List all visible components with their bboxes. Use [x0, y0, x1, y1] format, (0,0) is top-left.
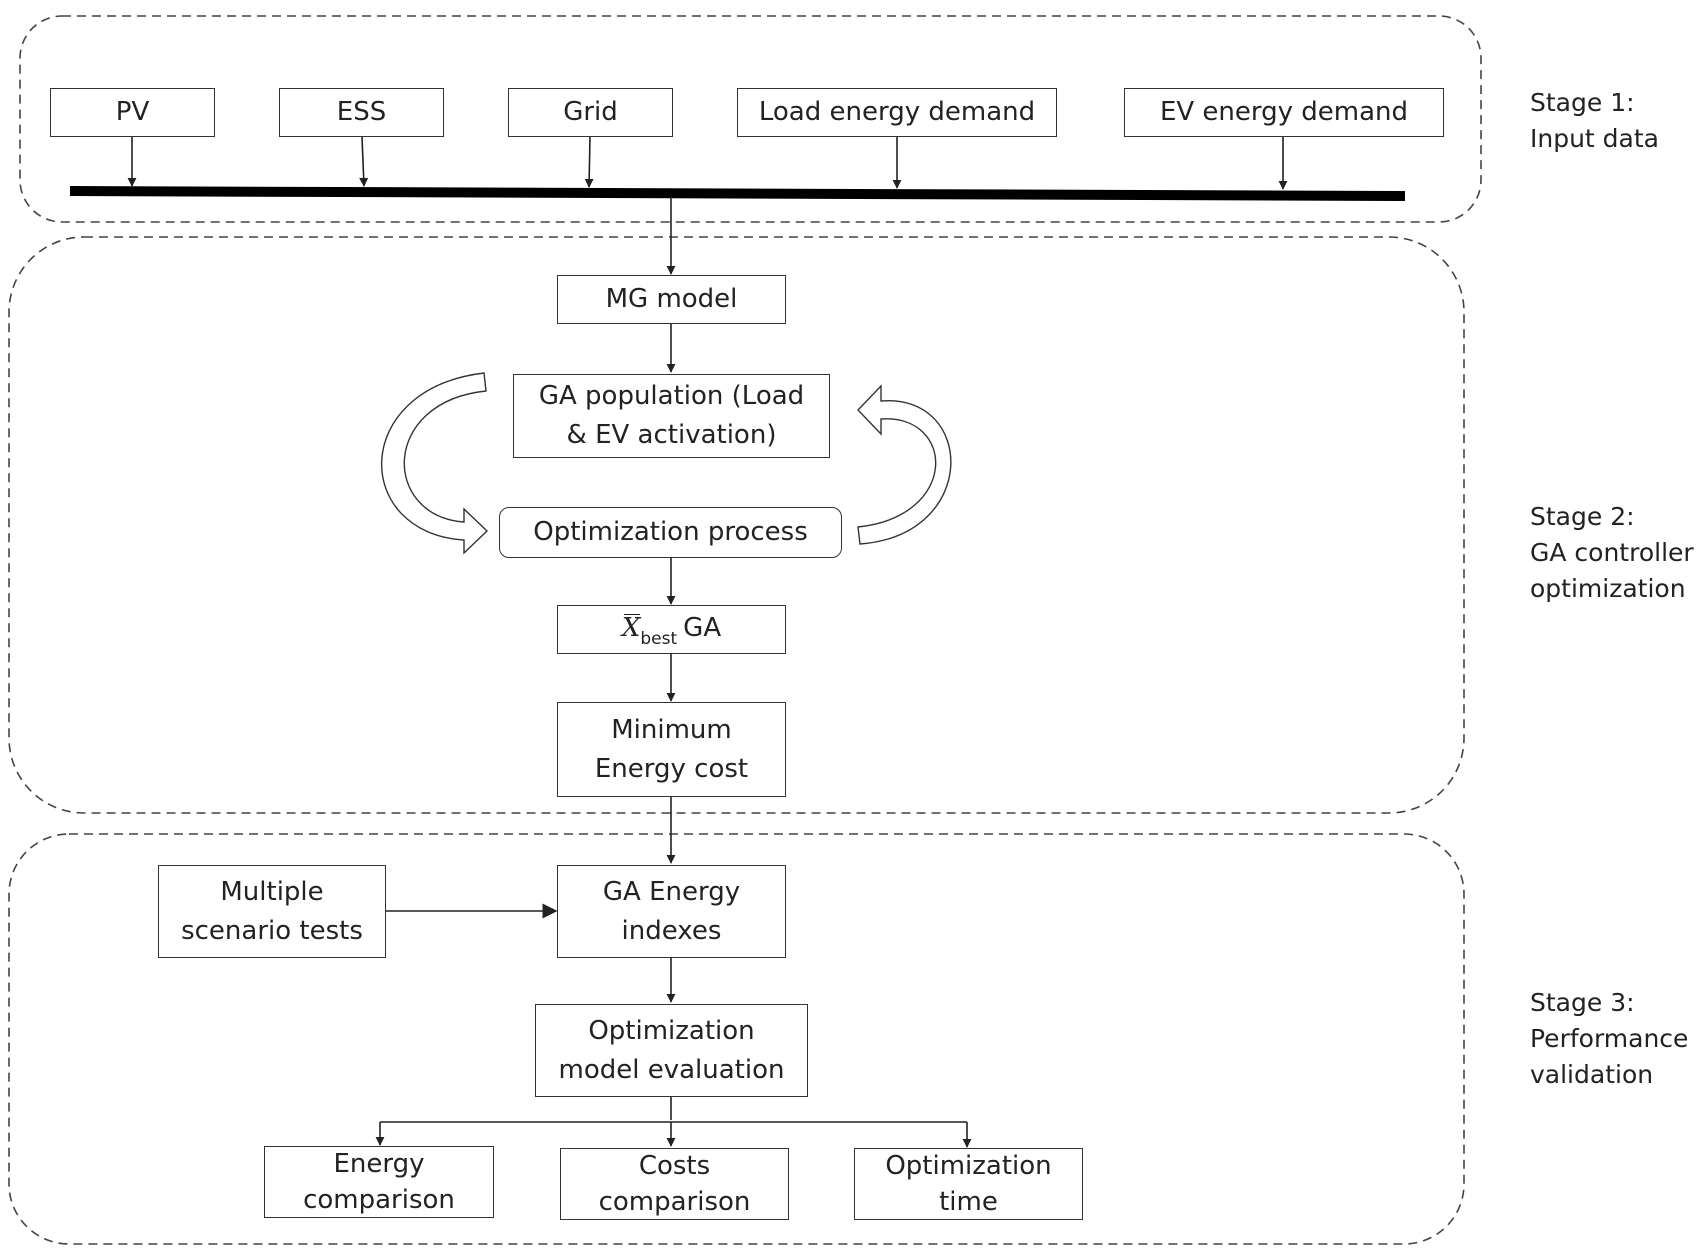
minimum-energy-cost-box: Minimum Energy cost — [557, 702, 786, 797]
input-ev-energy-demand-label: EV energy demand — [1159, 97, 1409, 127]
minimum-energy-cost-label: Minimum Energy cost — [594, 714, 749, 784]
xbest-subscript: best — [640, 628, 678, 649]
optimization-time-box: Optimization time — [854, 1148, 1083, 1220]
mg-model-label: MG model — [605, 284, 738, 314]
optimization-model-evaluation-label: Optimization model evaluation — [558, 1015, 785, 1085]
ga-energy-indexes-box: GA Energy indexes — [557, 865, 786, 958]
input-load-energy-demand-box: Load energy demand — [737, 88, 1057, 137]
costs-comparison-label: Costs comparison — [598, 1151, 751, 1217]
multiple-scenario-tests-label: Multiple scenario tests — [181, 876, 363, 946]
stage-3-container — [8, 833, 1465, 1245]
xbest-suffix: GA — [683, 612, 722, 643]
xbest-symbol: X — [621, 612, 641, 643]
energy-comparison-box: Energy comparison — [264, 1146, 494, 1218]
optimization-model-evaluation-box: Optimization model evaluation — [535, 1004, 808, 1097]
input-pv-label: PV — [115, 97, 150, 127]
input-grid-box: Grid — [508, 88, 673, 137]
input-pv-box: PV — [50, 88, 215, 137]
mg-model-box: MG model — [557, 275, 786, 324]
input-ev-energy-demand-box: EV energy demand — [1124, 88, 1444, 137]
optimization-process-box: Optimization process — [499, 507, 842, 558]
input-ess-label: ESS — [336, 97, 387, 127]
stage-2-label: Stage 2: GA controller optimization — [1530, 502, 1694, 603]
ga-energy-indexes-label: GA Energy indexes — [602, 876, 741, 946]
stage-1-container — [19, 15, 1482, 223]
curved-arrow-left-icon — [381, 372, 489, 555]
stage-1-label: Stage 1: Input data — [1530, 88, 1659, 153]
arrow-ess-to-bus — [359, 136, 369, 187]
arrow-grid-to-bus — [584, 136, 594, 188]
multiple-scenario-tests-box: Multiple scenario tests — [158, 865, 386, 958]
input-bus-bar — [69, 186, 1406, 201]
stage-3-label: Stage 3: Performance validation — [1530, 988, 1689, 1089]
ga-population-label: GA population (Load & EV activation) — [538, 381, 805, 450]
optimization-time-label: Optimization time — [885, 1151, 1052, 1217]
optimization-process-label: Optimization process — [533, 517, 808, 547]
curved-arrow-right-icon — [857, 384, 952, 545]
input-grid-label: Grid — [563, 97, 618, 127]
costs-comparison-box: Costs comparison — [560, 1148, 789, 1220]
input-ess-box: ESS — [279, 88, 444, 137]
energy-comparison-label: Energy comparison — [303, 1149, 455, 1215]
input-load-energy-demand-label: Load energy demand — [758, 97, 1036, 127]
ga-population-box: GA population (Load & EV activation) — [513, 374, 830, 458]
stage-2-container — [8, 236, 1465, 814]
